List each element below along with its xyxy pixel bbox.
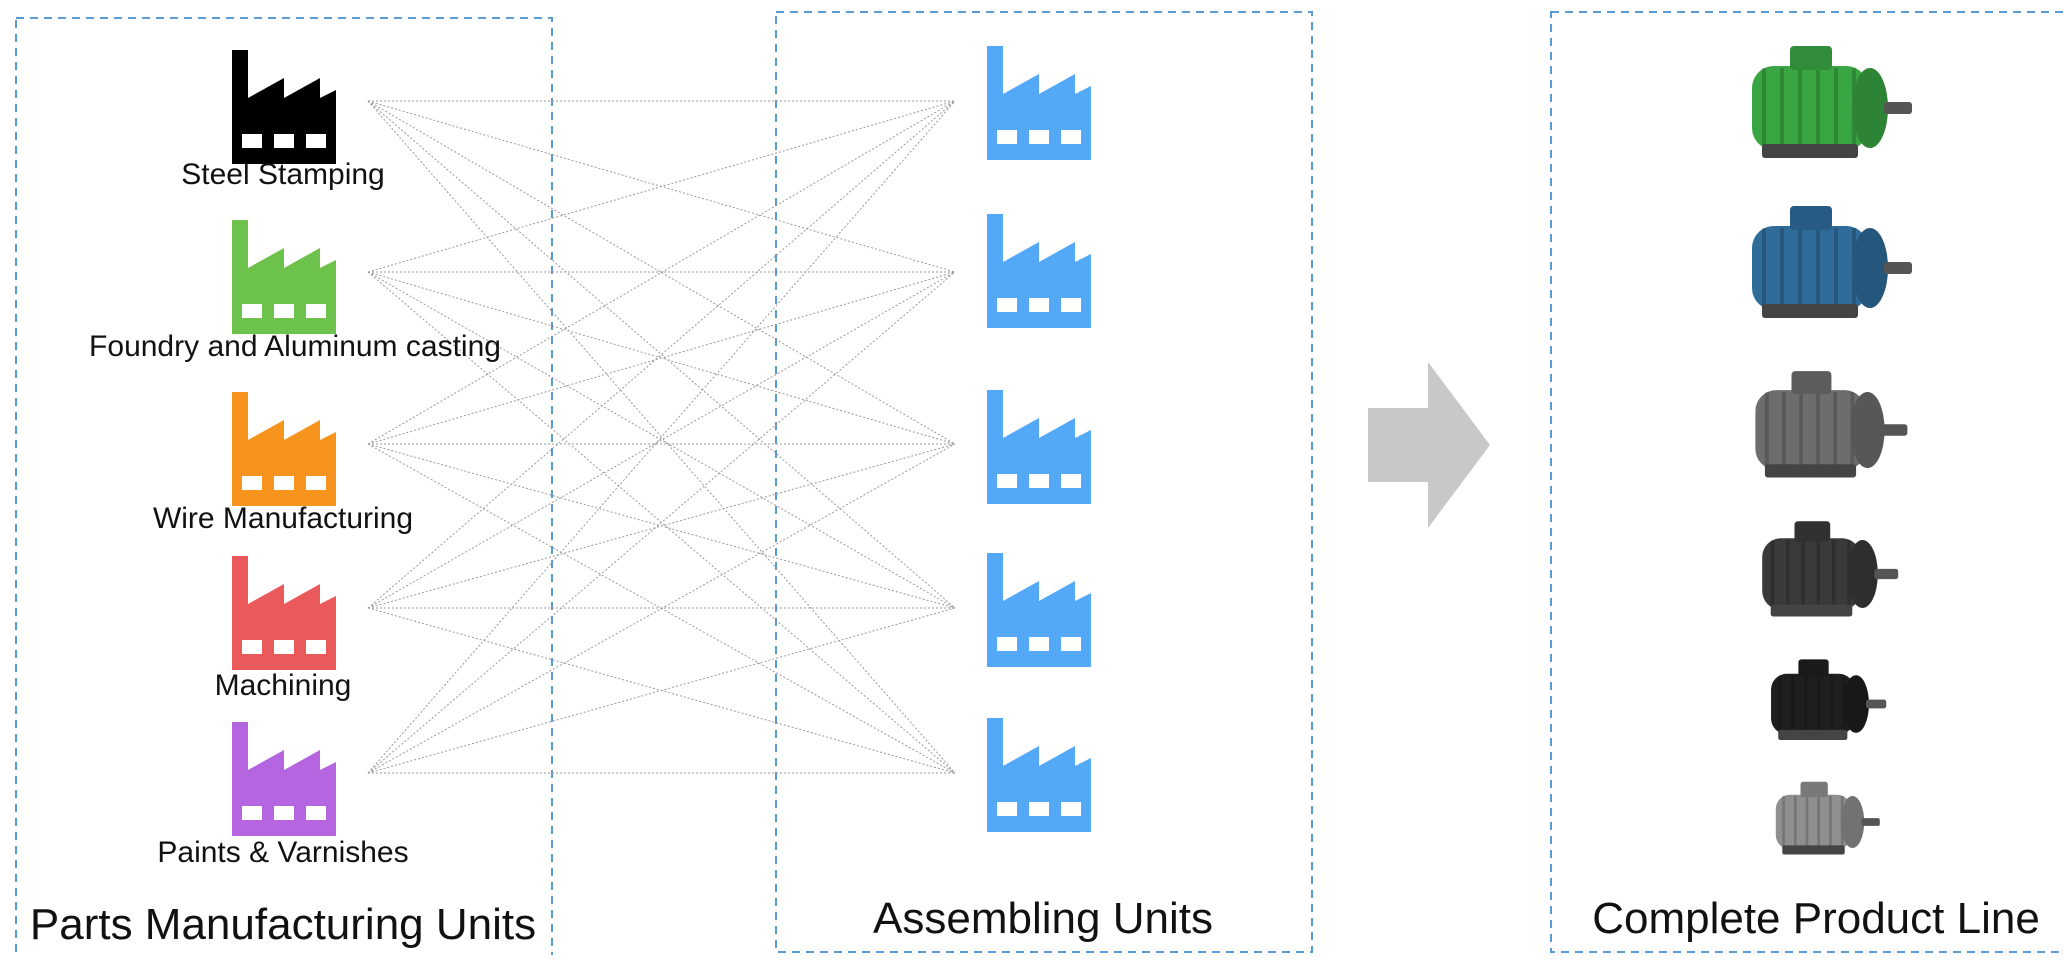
assembly-factory-icon-5	[987, 718, 1091, 832]
products-section-frame	[1550, 11, 2064, 953]
connector-line	[367, 100, 956, 609]
factory-label-foundry: Foundry and Aluminum casting	[89, 330, 501, 363]
parts-section-title: Parts Manufacturing Units	[29, 900, 537, 949]
assembly-section-title: Assembling Units	[873, 894, 1213, 943]
assembly-factory-icon-3	[987, 390, 1091, 504]
assembly-section-frame	[775, 11, 1313, 953]
assembly-factory-icon-4	[987, 553, 1091, 667]
motor-black-icon	[1771, 659, 1887, 740]
factory-label-steel-stamping: Steel Stamping	[181, 158, 385, 191]
connector-line	[367, 271, 956, 609]
connector-line	[367, 100, 956, 774]
assembly-factory-icon-2	[987, 214, 1091, 328]
connector-line	[367, 100, 956, 774]
motor-green-icon	[1752, 46, 1912, 158]
factory-label-wire: Wire Manufacturing	[152, 502, 414, 535]
factory-icon-machining	[232, 556, 336, 670]
connector-line	[367, 100, 956, 609]
factory-icon-foundry	[232, 220, 336, 334]
connector-line	[367, 607, 956, 774]
factory-label-paints: Paints & Varnishes	[157, 836, 409, 869]
right-arrow-icon	[1368, 362, 1490, 528]
motor-blue-icon	[1752, 206, 1912, 318]
connector-line	[367, 100, 956, 445]
motor-gray-icon	[1755, 371, 1908, 478]
connector-line	[367, 100, 956, 273]
motor-silver-icon	[1775, 781, 1880, 855]
connector-line	[367, 100, 956, 445]
connector-line	[367, 443, 956, 609]
factory-icon-wire	[232, 392, 336, 506]
products-section-title: Complete Product Line	[1592, 894, 2040, 943]
motor-dark-icon	[1762, 521, 1899, 617]
connector-line	[367, 443, 956, 774]
factory-icon-paints	[232, 722, 336, 836]
assembly-factory-icon-1	[987, 46, 1091, 160]
connector-line	[367, 271, 956, 445]
factory-label-machining: Machining	[214, 669, 352, 702]
parts-section-frame	[15, 17, 553, 960]
connector-line	[367, 271, 956, 774]
factory-icon-steel-stamping	[232, 50, 336, 164]
connector-line	[367, 271, 956, 609]
